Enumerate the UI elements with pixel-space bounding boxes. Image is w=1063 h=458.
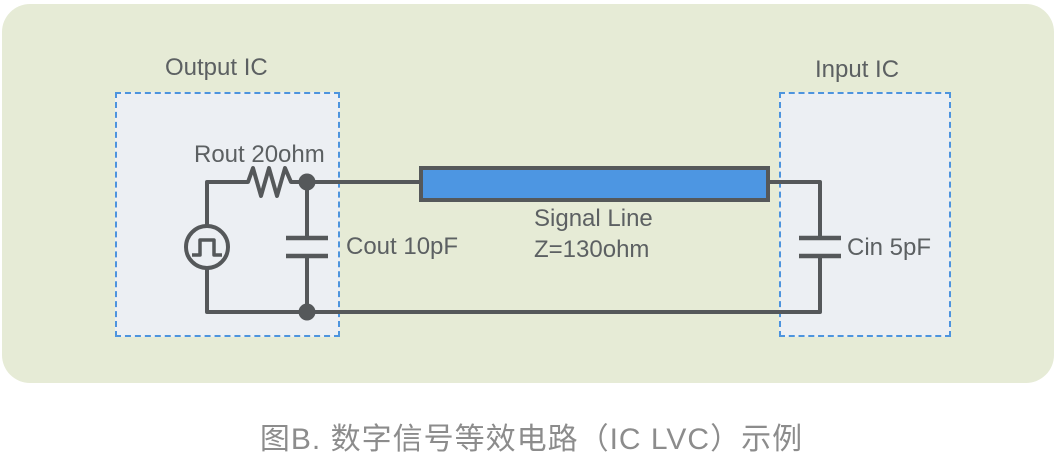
cin-label: Cin 5pF [847, 234, 932, 261]
diagram-panel: Output IC Input IC Rout 20ohm Cout 10pF … [2, 4, 1054, 383]
cout-label: Cout 10pF [346, 233, 459, 260]
input-ic-label: Input IC [815, 56, 900, 83]
output-ic-box [115, 92, 340, 337]
output-ic-label: Output IC [165, 54, 268, 81]
signal-line-impedance: Z=130ohm [534, 236, 650, 263]
signal-line-bar [419, 166, 770, 202]
rout-label: Rout 20ohm [194, 141, 325, 168]
figure-caption: 图B. 数字信号等效电路（IC LVC）示例 [259, 423, 804, 456]
input-ic-box [779, 92, 951, 337]
signal-line-label: Signal Line Z=130ohm [534, 203, 653, 265]
signal-line-name: Signal Line [534, 205, 653, 232]
